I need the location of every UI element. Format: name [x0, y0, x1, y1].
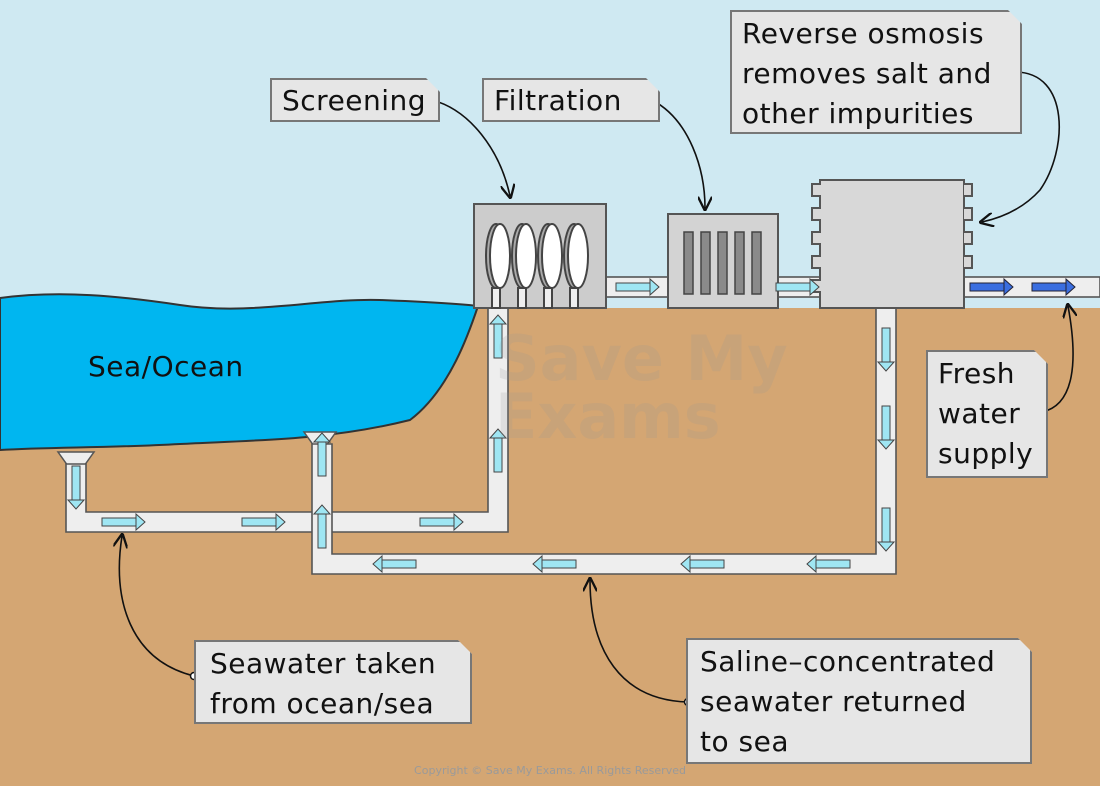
label-text: supply	[938, 437, 1034, 470]
ro-building-teeth-right	[964, 183, 973, 269]
label-text: Seawater taken	[210, 647, 437, 680]
label-text: water	[938, 397, 1021, 430]
label-screening: Screening	[270, 78, 440, 122]
label-text: Saline–concentrated	[700, 645, 996, 678]
label-text: to sea	[700, 725, 789, 758]
callout-arrows	[119, 71, 1073, 703]
watermark-line: Save My	[495, 322, 788, 395]
sea	[0, 293, 480, 452]
watermark: Save My Exams	[495, 322, 788, 453]
label-text: removes salt and	[742, 57, 992, 90]
label-text: other impurities	[742, 97, 974, 130]
callout-arrow-icon	[590, 580, 689, 703]
label-text: Screening	[282, 84, 427, 117]
label-text: Reverse osmosis	[742, 17, 985, 50]
callout-arrow-icon	[431, 99, 510, 196]
label-reverse-osmosis: Reverse osmosis removes salt and other i…	[730, 10, 1022, 134]
label-text: from ocean/sea	[210, 687, 435, 720]
callout-arrow-icon	[119, 536, 195, 677]
label-text: Filtration	[494, 84, 622, 117]
label-filtration: Filtration	[482, 78, 660, 122]
sea-label: Sea/Ocean	[88, 350, 244, 383]
copyright: Copyright © Save My Exams. All Rights Re…	[414, 764, 686, 777]
label-text: seawater returned	[700, 685, 967, 718]
watermark-line: Exams	[495, 380, 721, 453]
callout-arrow-icon	[1041, 306, 1073, 413]
screening-drums	[485, 223, 589, 309]
callout-arrow-icon	[651, 99, 705, 208]
filter-slats	[683, 231, 762, 295]
reverse-osmosis-building	[811, 179, 965, 309]
label-saline-returned: Saline–concentrated seawater returned to…	[686, 638, 1032, 764]
callout-arrow-icon	[982, 71, 1061, 222]
label-fresh-water: Fresh water supply	[926, 350, 1048, 478]
label-text: Fresh	[938, 357, 1016, 390]
label-seawater-taken: Seawater taken from ocean/sea	[194, 640, 472, 724]
